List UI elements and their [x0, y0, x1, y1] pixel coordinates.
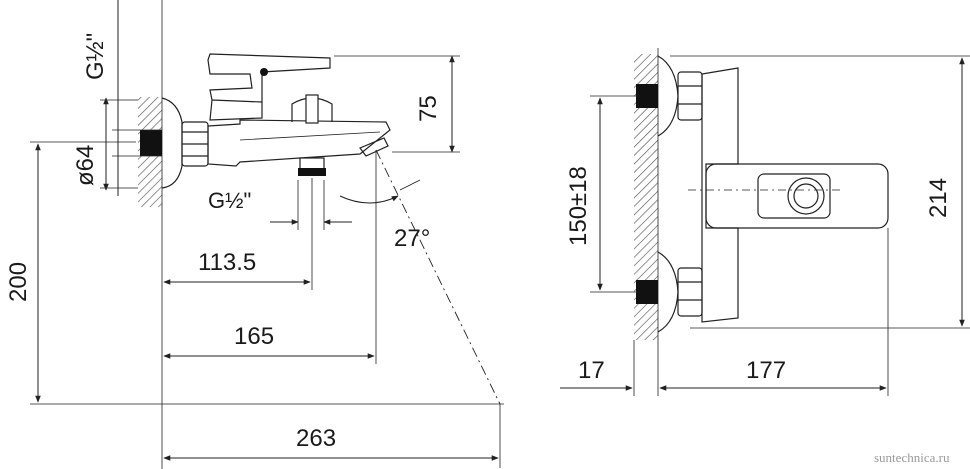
lower-nut — [677, 267, 703, 317]
height-214-label: 214 — [925, 178, 952, 218]
side-view-dimensions — [30, 0, 504, 468]
dim-263-label: 263 — [296, 425, 336, 452]
lever-handle — [207, 53, 331, 103]
wall-17-label: 17 — [578, 357, 605, 384]
upper-plug — [636, 84, 658, 108]
upper-escutcheon — [657, 55, 679, 137]
diameter-label: ø64 — [72, 145, 99, 186]
lower-plug — [636, 280, 658, 304]
thread-label-top: G½" — [82, 33, 109, 80]
spout-height-label: 75 — [415, 95, 442, 122]
upper-nut — [677, 71, 703, 121]
front-view-dimensions — [560, 55, 970, 396]
front-body — [701, 67, 739, 323]
centers-label: 150±18 — [565, 166, 592, 246]
front-view — [634, 48, 889, 340]
depth-177-label: 177 — [746, 357, 786, 384]
mixer-body — [207, 119, 391, 167]
wall-plug — [140, 130, 162, 156]
side-view — [112, 0, 391, 469]
dim-200-label: 200 — [5, 262, 32, 302]
dim-113-label: 113.5 — [198, 249, 256, 276]
dim-165-label: 165 — [234, 323, 274, 350]
diverter-circle — [787, 177, 825, 215]
escutcheon — [161, 97, 183, 189]
front-spout — [705, 163, 889, 229]
angle-label: 27° — [394, 225, 430, 252]
watermark: suntechnica.ru — [874, 450, 950, 465]
thread-label-bottom: G½" — [208, 188, 251, 213]
lower-escutcheon — [657, 251, 679, 333]
spout-tip — [359, 137, 389, 157]
